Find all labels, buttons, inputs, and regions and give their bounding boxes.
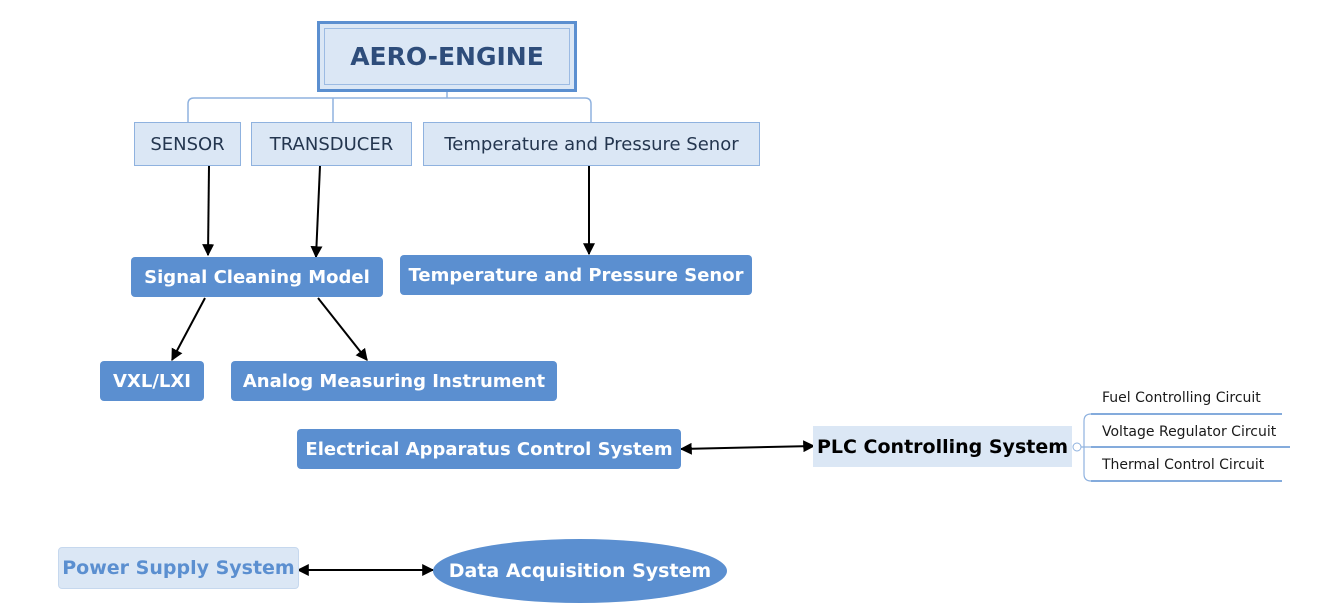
node-vxl-lxi[interactable]: VXL/LXI — [100, 361, 204, 401]
root-inner-border — [324, 28, 570, 85]
plc-children-connector — [1081, 413, 1092, 482]
node-power-supply-label: Power Supply System — [62, 557, 295, 579]
arrow-sensor-to-signal — [202, 165, 215, 257]
node-transducer[interactable]: TRANSDUCER — [251, 122, 412, 166]
node-transducer-label: TRANSDUCER — [269, 133, 394, 155]
node-analog-instrument[interactable]: Analog Measuring Instrument — [231, 361, 557, 401]
node-electrical-control[interactable]: Electrical Apparatus Control System — [297, 429, 681, 469]
root-tree-connector — [187, 92, 592, 122]
node-temp-pressure-output-label: Temperature and Pressure Senor — [408, 264, 744, 286]
node-temp-pressure-input-label: Temperature and Pressure Senor — [444, 133, 739, 155]
arrow-transducer-to-signal — [310, 165, 323, 259]
node-data-acquisition-label: Data Acquisition System — [448, 560, 712, 582]
leaf-thermal-control[interactable]: Thermal Control Circuit — [1102, 457, 1265, 473]
root-label: AERO-ENGINE — [350, 42, 544, 71]
node-sensor-label: SENSOR — [150, 133, 225, 155]
node-power-supply[interactable]: Power Supply System — [58, 547, 299, 589]
arrow-electrical-plc — [679, 440, 816, 455]
node-data-acquisition[interactable]: Data Acquisition System — [433, 539, 727, 603]
node-signal-cleaning[interactable]: Signal Cleaning Model — [131, 257, 383, 297]
node-plc-controlling-label: PLC Controlling System — [816, 435, 1069, 458]
leaf-voltage-regulator[interactable]: Voltage Regulator Circuit — [1102, 424, 1277, 440]
node-temp-pressure-input[interactable]: Temperature and Pressure Senor — [423, 122, 760, 166]
node-sensor[interactable]: SENSOR — [134, 122, 241, 166]
node-electrical-control-label: Electrical Apparatus Control System — [305, 438, 673, 460]
node-vxl-lxi-label: VXL/LXI — [113, 370, 191, 392]
node-plc-controlling[interactable]: PLC Controlling System — [813, 426, 1072, 467]
plc-collapse-handle — [1072, 442, 1082, 452]
root-node-aero-engine[interactable]: AERO-ENGINE — [317, 21, 577, 92]
node-temp-pressure-output[interactable]: Temperature and Pressure Senor — [400, 255, 752, 295]
arrow-signal-to-vxl — [171, 297, 206, 362]
node-analog-instrument-label: Analog Measuring Instrument — [242, 370, 546, 392]
leaf-fuel-controlling[interactable]: Fuel Controlling Circuit — [1102, 390, 1261, 406]
node-signal-cleaning-label: Signal Cleaning Model — [144, 266, 370, 288]
arrow-signal-to-analog — [317, 297, 368, 361]
